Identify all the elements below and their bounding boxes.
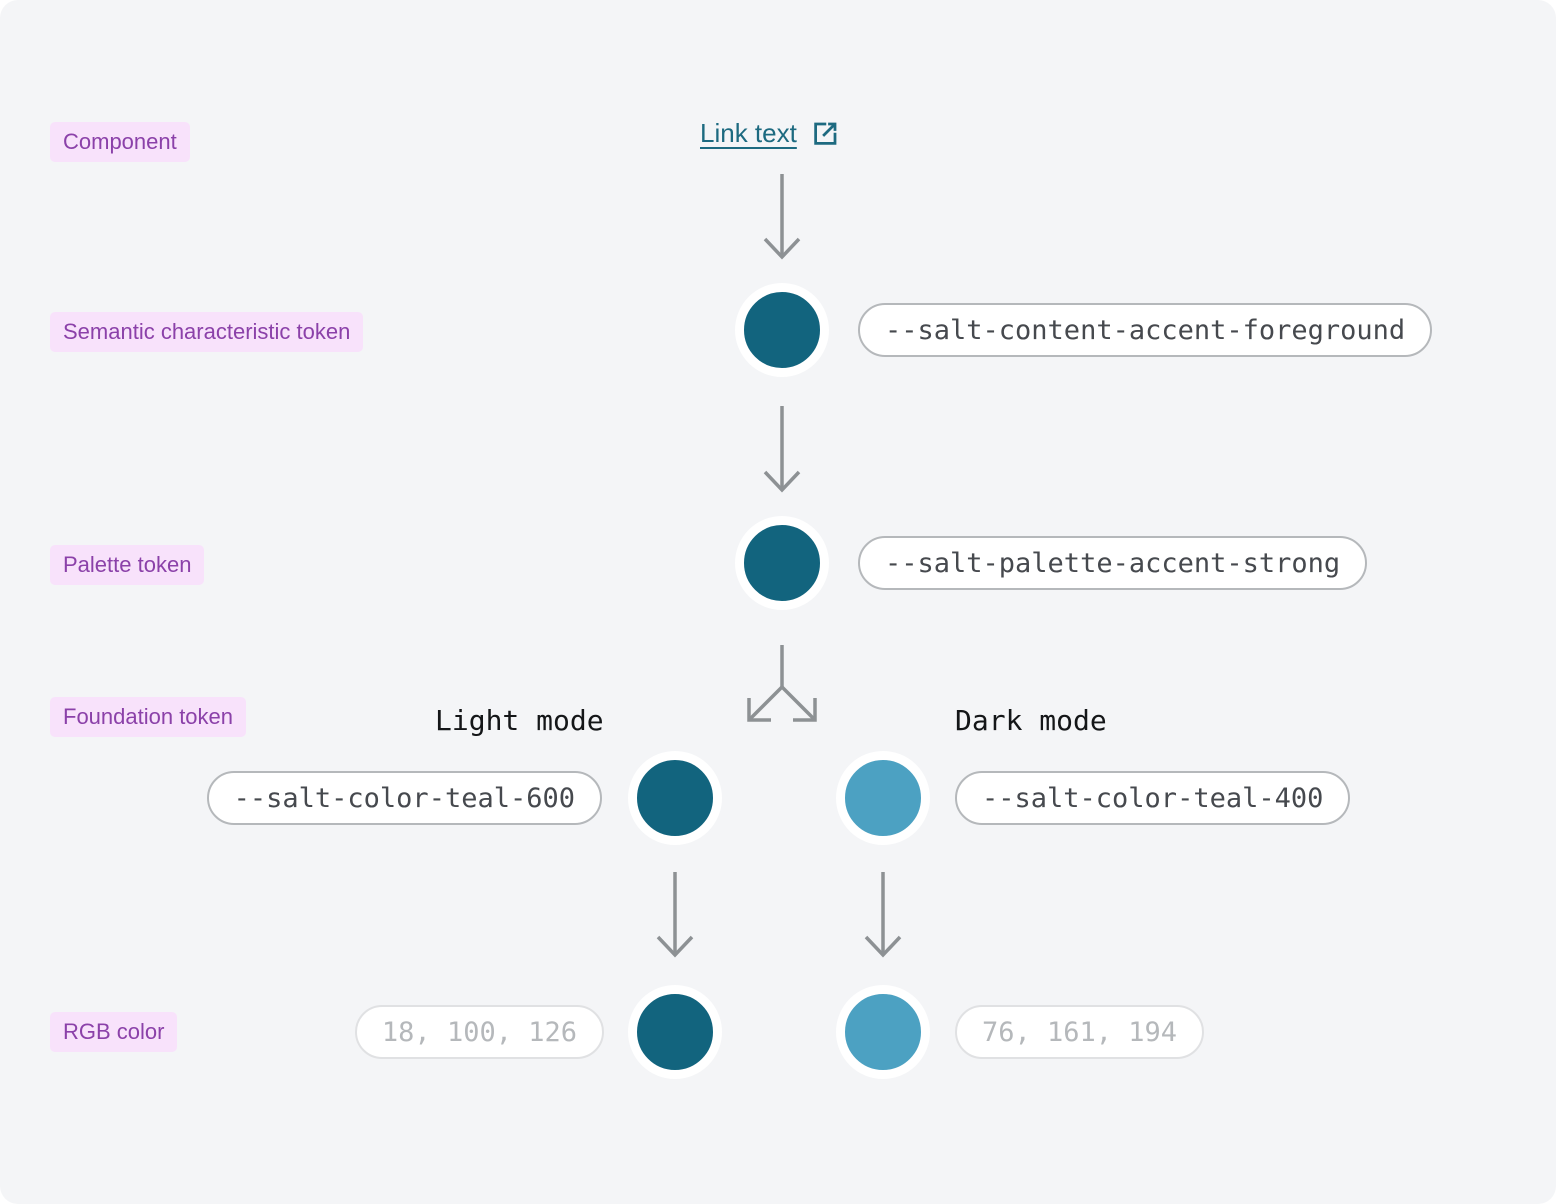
palette-token-dot <box>735 516 829 610</box>
palette-token-pill: --salt-palette-accent-strong <box>858 536 1368 590</box>
row-label-palette-token: Palette token <box>50 545 205 585</box>
component-link[interactable]: Link text <box>700 118 840 149</box>
rgb-light-dot <box>628 985 722 1079</box>
semantic-token-dot <box>735 283 829 377</box>
rgb-dark-pill: 76, 161, 194 <box>955 1005 1205 1059</box>
foundation-token-light-pill: --salt-color-teal-600 <box>206 771 602 825</box>
row-label-component: Component <box>50 122 190 162</box>
foundation-dark-dot <box>836 751 930 845</box>
arrow-semantic-to-palette <box>763 406 801 493</box>
arrow-foundation-to-rgb-dark <box>864 872 902 958</box>
light-mode-heading: Light mode <box>435 704 604 737</box>
component-link-label: Link text <box>700 118 797 148</box>
arrow-palette-split <box>747 645 817 722</box>
row-label-rgb-color: RGB color <box>50 1012 178 1052</box>
rgb-dark-dot <box>836 985 930 1079</box>
row-label-foundation-token: Foundation token <box>50 697 247 737</box>
foundation-light-dot <box>628 751 722 845</box>
dark-mode-heading: Dark mode <box>955 704 1107 737</box>
arrow-foundation-to-rgb-light <box>656 872 694 958</box>
external-link-icon <box>814 122 837 145</box>
foundation-token-dark-pill: --salt-color-teal-400 <box>955 771 1351 825</box>
arrow-link-to-semantic <box>763 174 801 260</box>
rgb-light-pill: 18, 100, 126 <box>354 1005 604 1059</box>
semantic-token-pill: --salt-content-accent-foreground <box>858 303 1433 357</box>
row-label-semantic-token: Semantic characteristic token <box>50 312 364 352</box>
